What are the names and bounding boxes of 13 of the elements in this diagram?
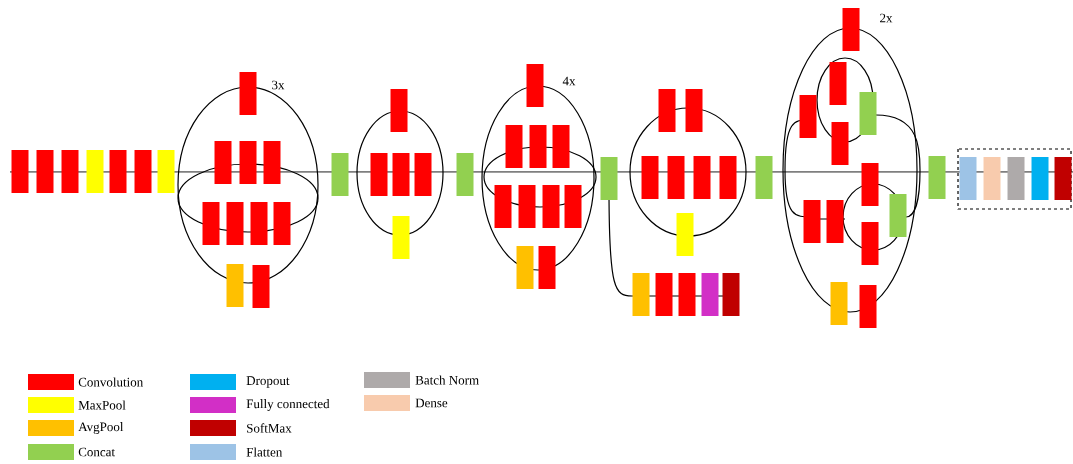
legend-item: Convolution — [28, 374, 143, 390]
legend-item: Fully connected — [190, 397, 330, 413]
legend-item: SoftMax — [190, 420, 292, 436]
legend-item: Dropout — [190, 374, 290, 390]
legend-item: AvgPool — [28, 420, 124, 436]
repeat-label: 2x — [880, 13, 893, 23]
repeat-label: 3x — [272, 80, 285, 90]
legend-item: Dense — [364, 395, 448, 411]
repeat-label: 4x — [562, 76, 576, 86]
legend-item: Flatten — [190, 444, 283, 460]
legend-item: MaxPool — [28, 397, 126, 413]
legend-item: Concat — [28, 444, 115, 460]
legend-item: Batch Norm — [364, 372, 479, 388]
